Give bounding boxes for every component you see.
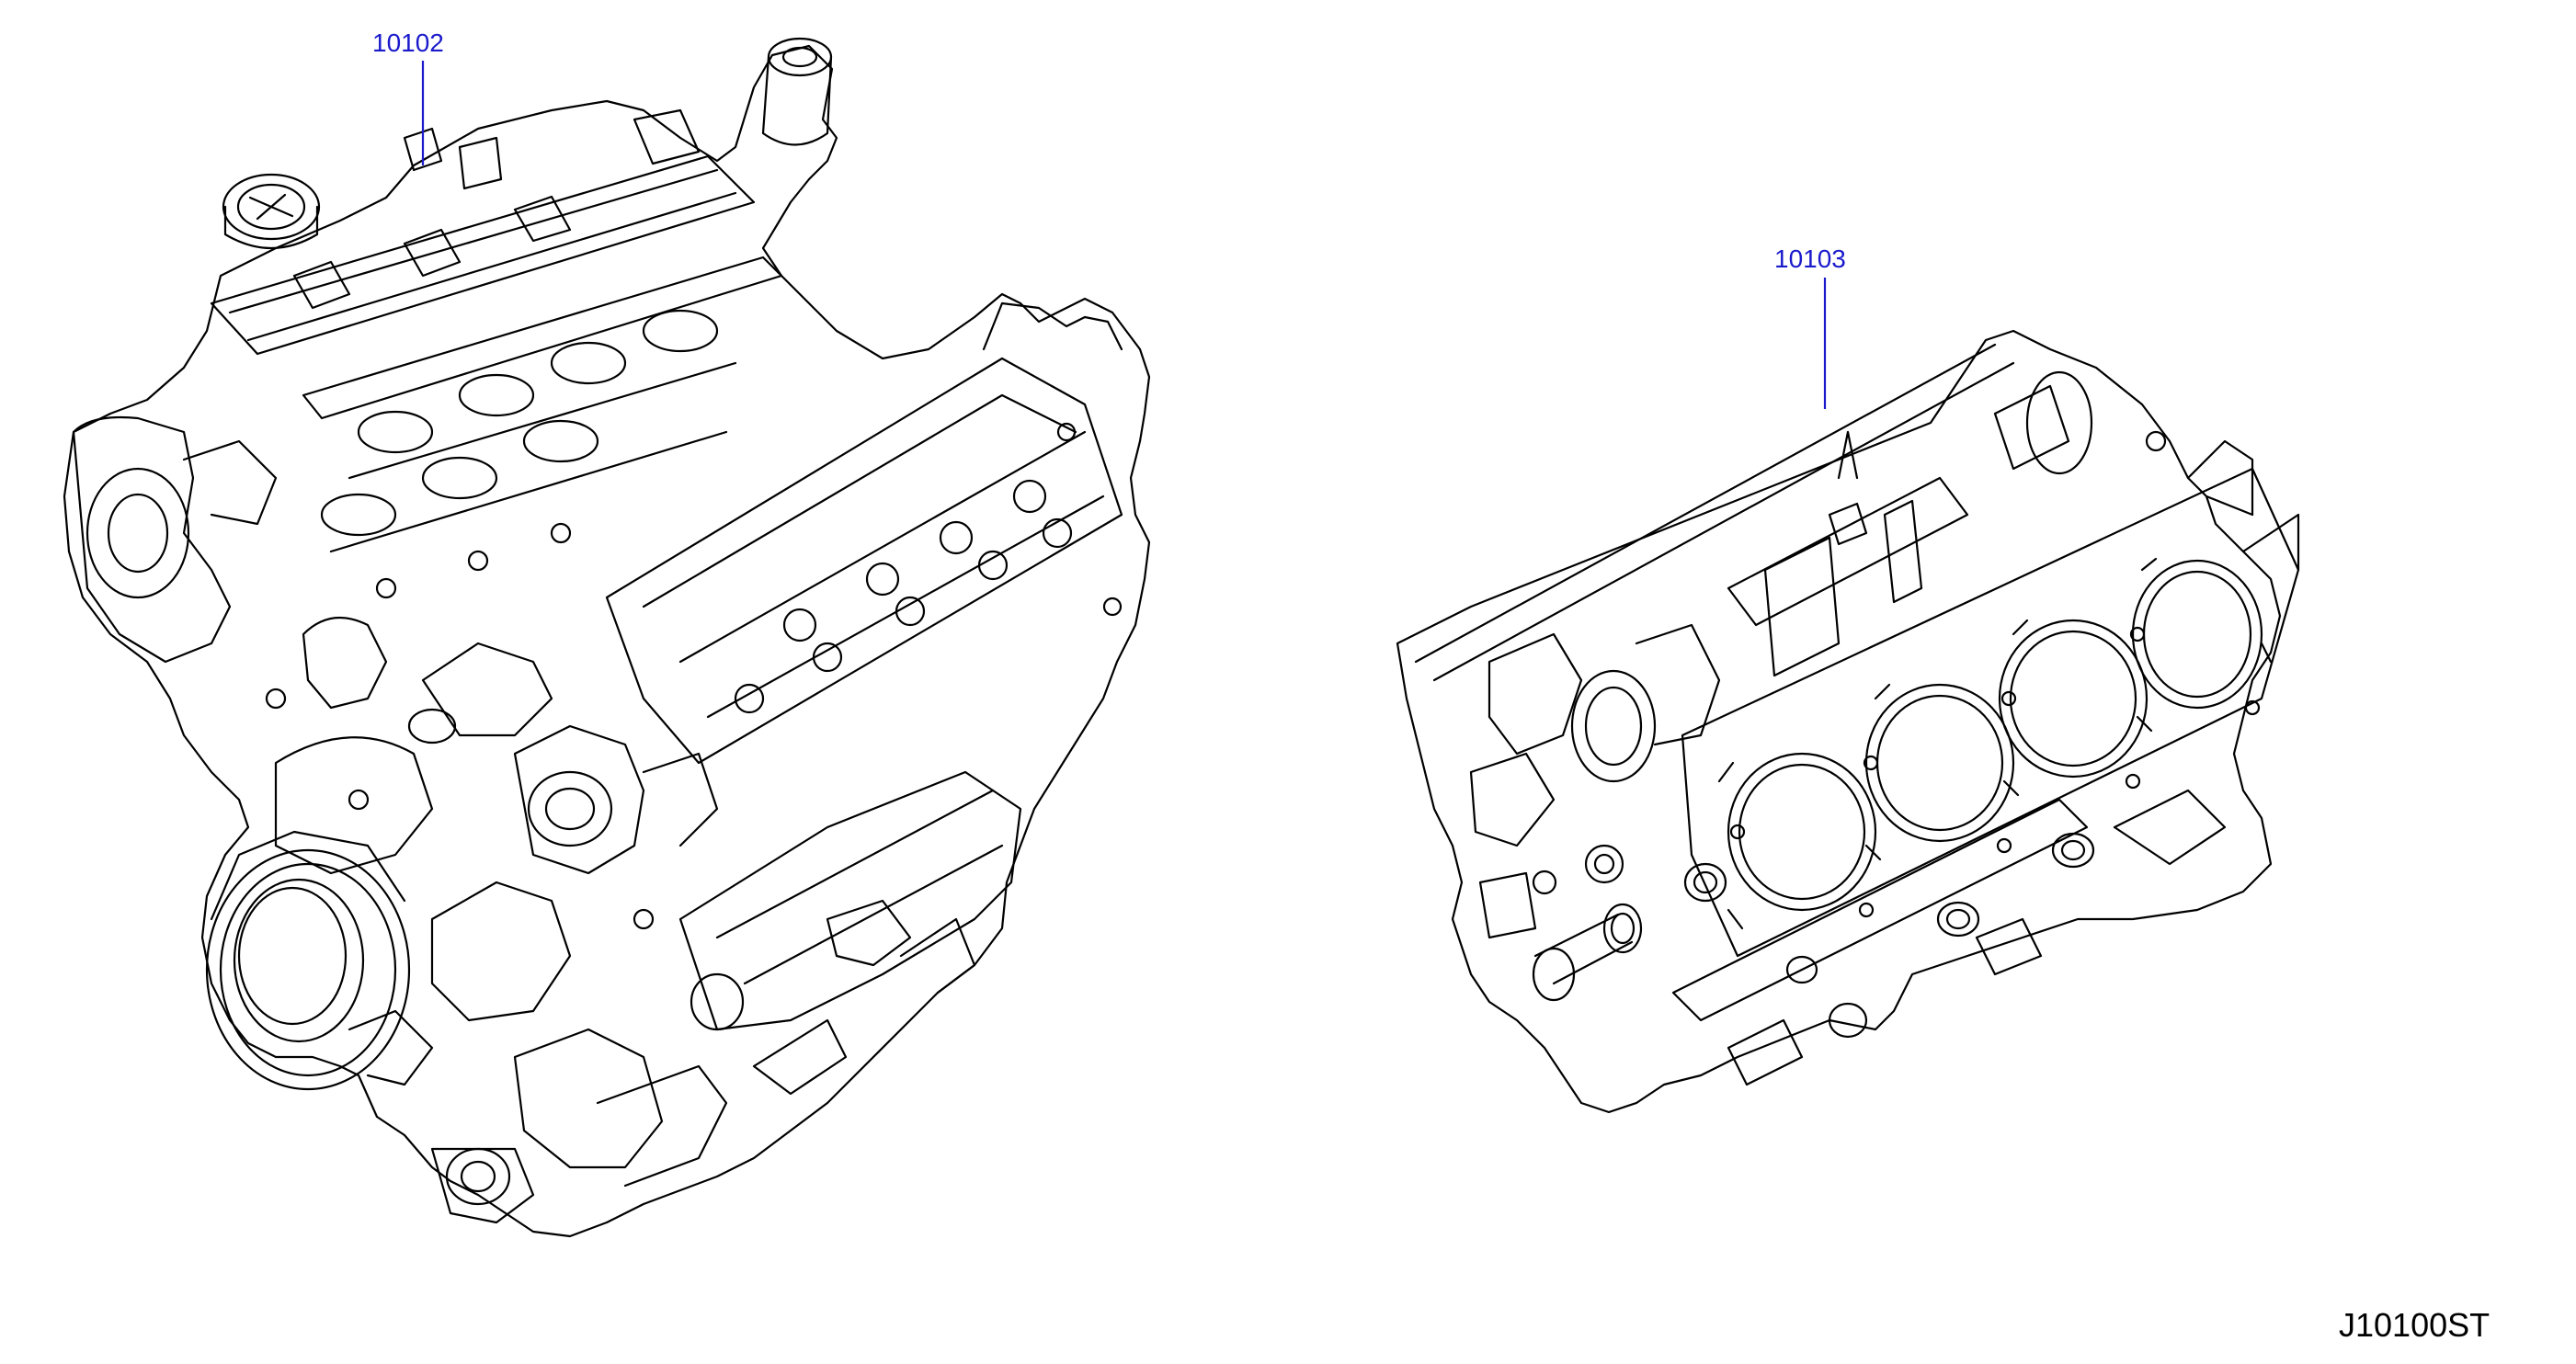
- callout-part-number-10103[interactable]: 10103: [1774, 244, 1846, 273]
- callout-leaders: [421, 61, 1827, 409]
- diagram-reference-code: J10100ST: [2339, 1306, 2491, 1344]
- cylinder-block-illustration: [1396, 329, 2300, 1114]
- complete-engine-illustration: [63, 37, 1151, 1238]
- callout-part-number-10102[interactable]: 10102: [372, 28, 444, 57]
